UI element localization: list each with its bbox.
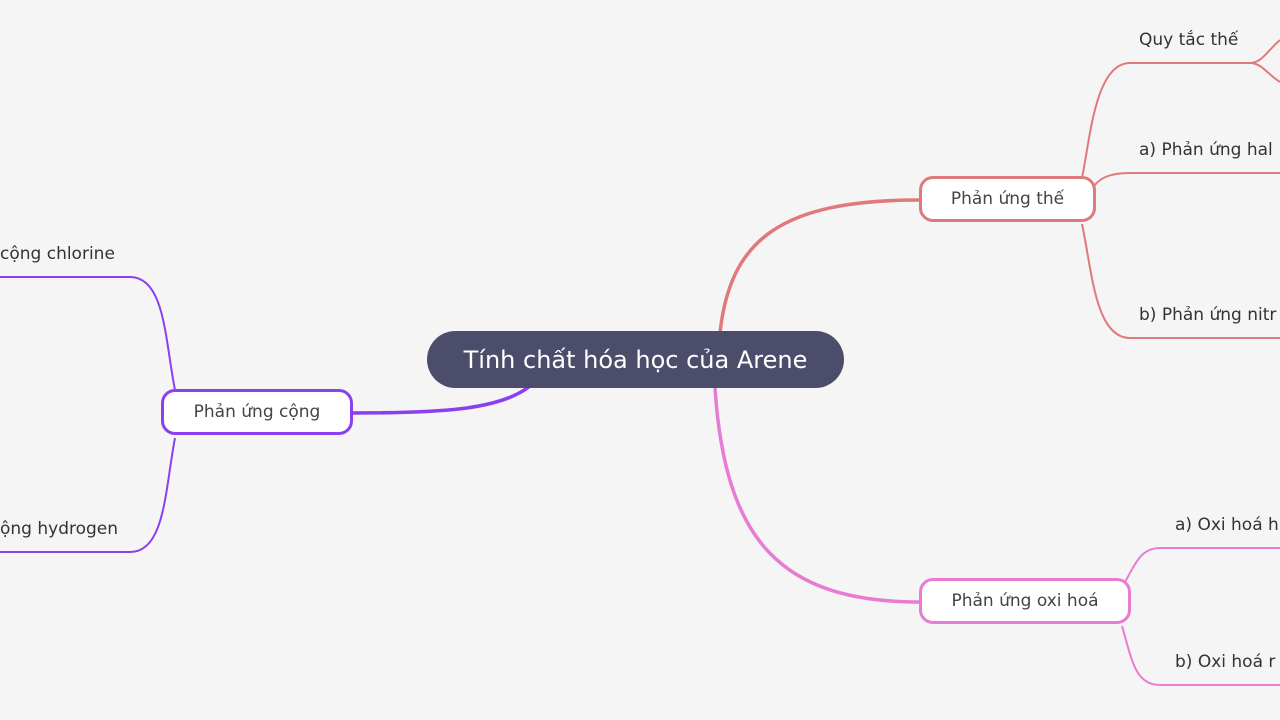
subtopic-halogen[interactable]: a) Phản ứng hal xyxy=(1139,140,1273,160)
topic-substitution[interactable]: Phản ứng thế xyxy=(919,176,1096,222)
central-topic-label: Tính chất hóa học của Arene xyxy=(463,345,808,374)
connector-halogen xyxy=(1093,172,1280,187)
connector-oxi-a xyxy=(1124,547,1280,583)
connector-chlorine xyxy=(0,276,176,391)
connector-center-addition xyxy=(351,384,532,415)
subtopic-oxi-b[interactable]: b) Oxi hoá r xyxy=(1175,652,1276,672)
connector-oxi-b xyxy=(1121,625,1280,686)
topic-label: Phản ứng thế xyxy=(950,189,1065,209)
topic-oxidation[interactable]: Phản ứng oxi hoá xyxy=(919,578,1131,624)
connector-quy-tac-the xyxy=(1081,39,1280,179)
topic-addition[interactable]: Phản ứng cộng xyxy=(161,389,353,435)
central-topic[interactable]: Tính chất hóa học của Arene xyxy=(427,331,844,388)
connector-nitro xyxy=(1081,223,1280,339)
subtopic-quy-tac-the[interactable]: Quy tắc thế xyxy=(1139,30,1239,50)
topic-label: Phản ứng oxi hoá xyxy=(951,591,1099,611)
connector-hydrogen xyxy=(0,437,176,553)
subtopic-chlorine[interactable]: cộng chlorine xyxy=(0,244,115,264)
subtopic-nitro[interactable]: b) Phản ứng nitr xyxy=(1139,305,1277,325)
subtopic-hydrogen[interactable]: ộng hydrogen xyxy=(0,519,119,539)
connector-center-substitution xyxy=(718,198,921,334)
topic-label: Phản ứng cộng xyxy=(193,402,321,422)
subtopic-oxi-a[interactable]: a) Oxi hoá h xyxy=(1175,515,1279,535)
connector-center-oxidation xyxy=(713,387,921,604)
